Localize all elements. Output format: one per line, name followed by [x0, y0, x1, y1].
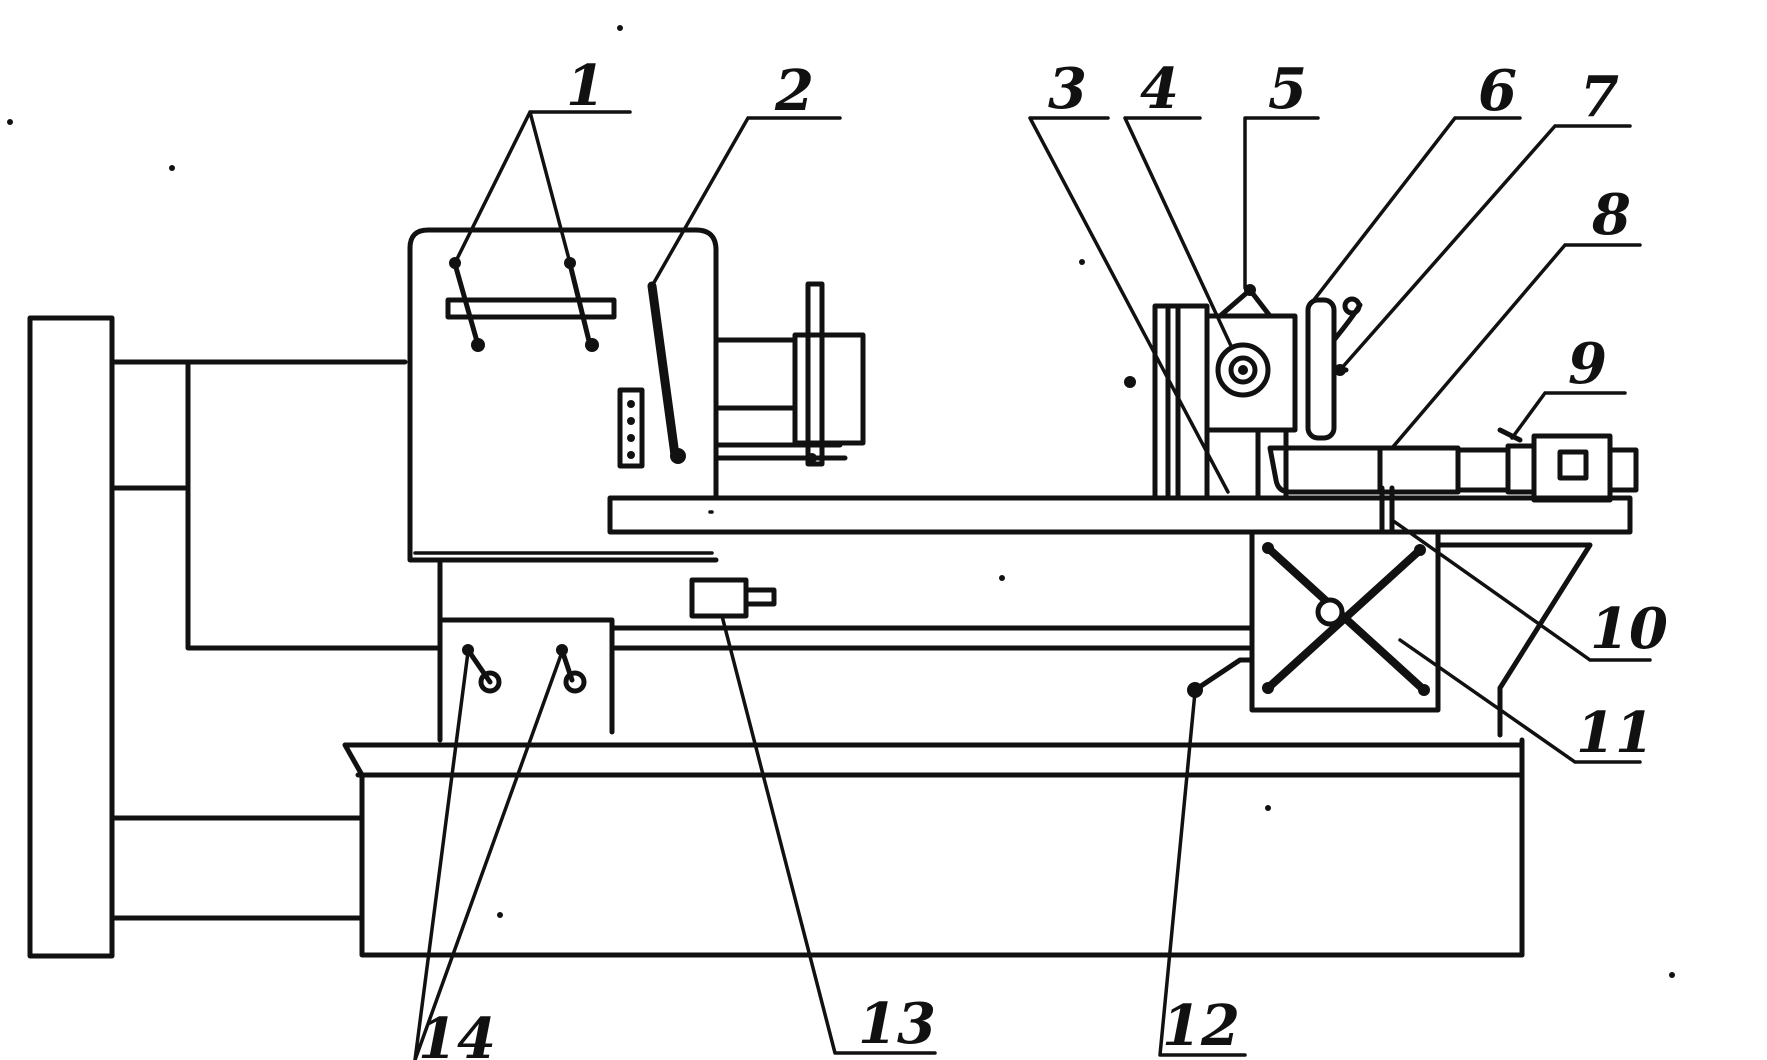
callout-7: 7	[1580, 64, 1619, 130]
lever-12	[1192, 657, 1255, 693]
callout-13: 13	[858, 991, 936, 1057]
lead-screw	[609, 625, 1255, 651]
indicator-panel	[617, 387, 645, 469]
apron	[437, 557, 615, 743]
callout-14: 14	[418, 1006, 496, 1060]
lathe-bed	[607, 495, 1633, 535]
callout-4: 4	[1140, 56, 1179, 122]
cabinet-conduits	[109, 359, 443, 921]
callout-3: 3	[1048, 56, 1087, 122]
speed-levers	[445, 257, 617, 352]
callout-9: 9	[1568, 331, 1607, 397]
callout-1: 1	[566, 53, 605, 119]
callout-11: 11	[1576, 700, 1654, 766]
switch-box	[689, 577, 777, 619]
leader-lines	[413, 110, 1652, 1060]
callout-6: 6	[1478, 58, 1517, 124]
tool-holder	[1305, 296, 1363, 441]
feed-motor	[1497, 427, 1639, 503]
saddle-handwheel	[1249, 529, 1593, 738]
callout-2: 2	[774, 58, 814, 124]
machine-base	[342, 737, 1525, 958]
machine-drawing	[27, 227, 1639, 959]
scan-specks	[7, 25, 1675, 978]
feed-lever	[647, 281, 686, 464]
callout-5: 5	[1268, 56, 1307, 122]
tailstock	[1267, 445, 1511, 495]
callout-12: 12	[1162, 993, 1240, 1059]
callout-10: 10	[1590, 596, 1668, 662]
side-cabinet	[27, 315, 115, 959]
carriage	[1152, 284, 1298, 501]
callout-8: 8	[1591, 182, 1631, 248]
callout-numbers: 1 2 3 4 5 6 7 8 9 10 11 12 13 14	[418, 53, 1668, 1060]
apron-controls	[462, 644, 587, 694]
spindle-chuck	[713, 281, 866, 467]
